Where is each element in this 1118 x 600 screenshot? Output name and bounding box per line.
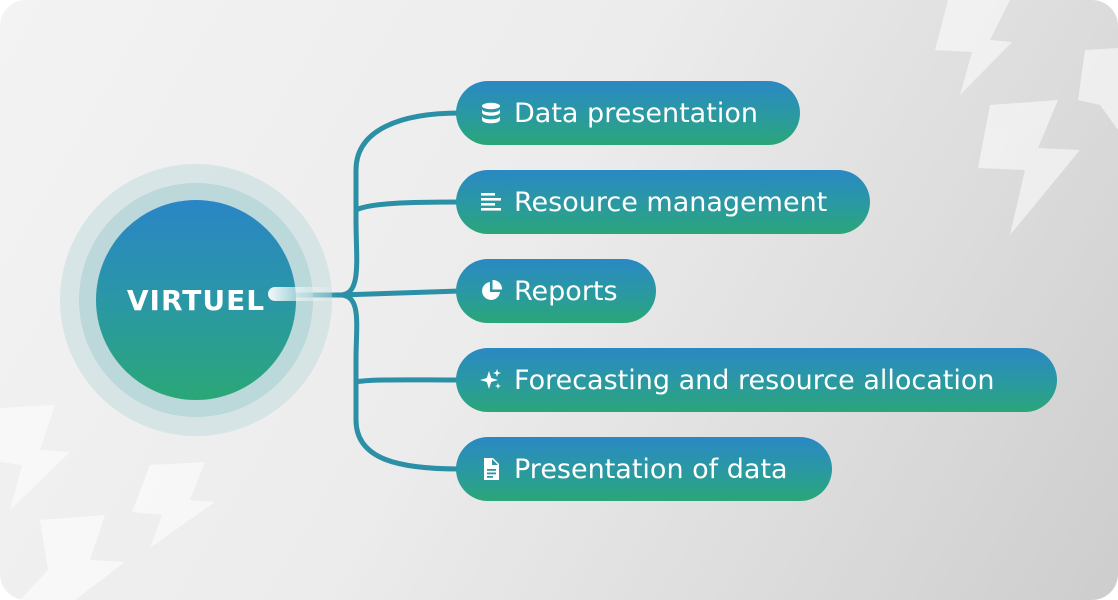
document-icon (478, 456, 504, 482)
connector-branch-3 (337, 288, 463, 298)
database-icon (478, 100, 504, 126)
branch-reports: Reports (456, 259, 656, 323)
bolt-icon (935, 0, 1012, 95)
branch-label: Reports (514, 275, 618, 307)
connector-branch-1 (337, 110, 463, 298)
virtuel-logo: VIRTUEL (126, 283, 266, 317)
connector-branch-2 (353, 199, 463, 213)
hub-node: VIRTUEL (96, 200, 296, 400)
branch-label: Resource management (514, 186, 828, 218)
bolt-icon (132, 462, 215, 548)
branch-data-presentation: Data presentation (456, 81, 800, 145)
bolt-icon (0, 405, 70, 510)
branch-forecasting: Forecasting and resource allocation (456, 348, 1057, 412)
connector-branch-4 (337, 292, 463, 472)
connector-branch-4b (353, 377, 463, 385)
pie-chart-icon (478, 278, 504, 304)
bolt-icon (20, 515, 125, 600)
branch-presentation-of-data: Presentation of data (456, 437, 832, 501)
branch-resource-management: Resource management (456, 170, 870, 234)
branch-label: Forecasting and resource allocation (514, 364, 995, 396)
branch-label: Data presentation (514, 97, 758, 129)
hub-connector-glow (268, 287, 338, 301)
sparkles-icon (478, 367, 504, 393)
branch-label: Presentation of data (514, 453, 788, 485)
text-align-left-icon (478, 189, 504, 215)
bolt-icon (978, 100, 1080, 235)
bolt-icon (1078, 48, 1118, 130)
